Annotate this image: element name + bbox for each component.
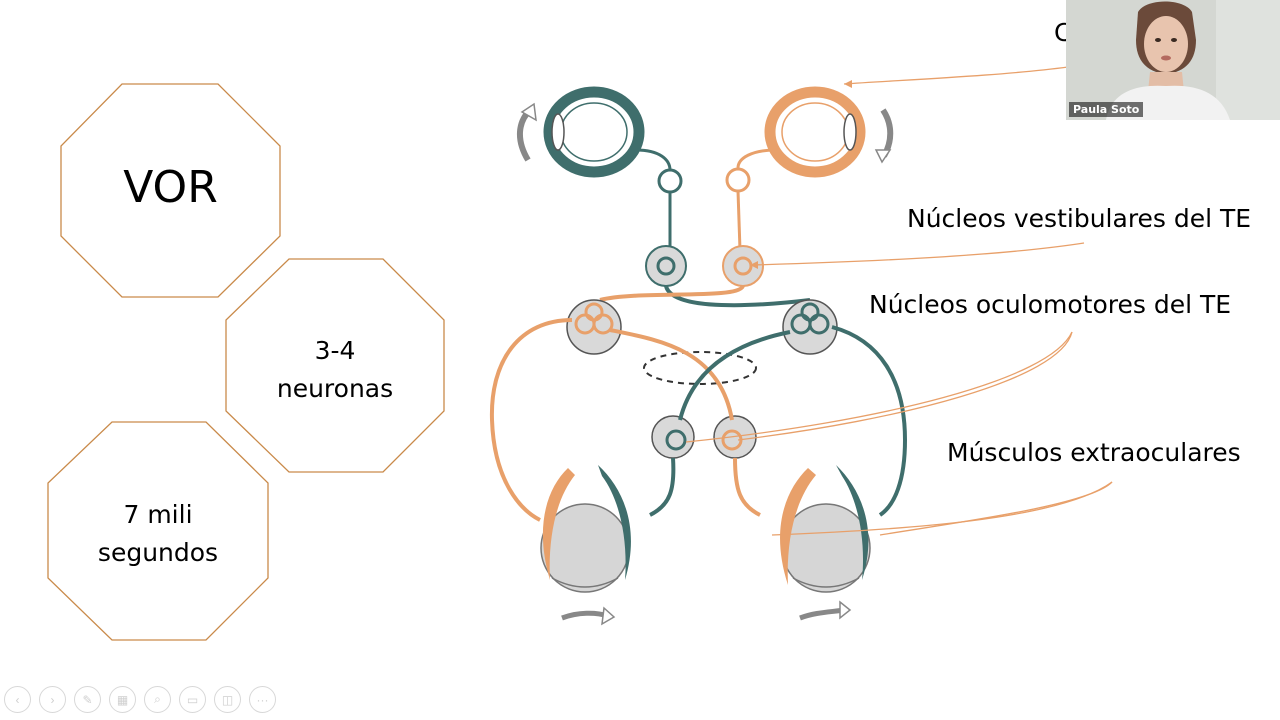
octagon-milliseconds (47, 421, 269, 641)
box-milliseconds-line2: segundos (97, 538, 219, 567)
camera-off-icon[interactable]: ◫ (214, 686, 241, 713)
slides-icon[interactable]: ▦ (109, 686, 136, 713)
webcam-thumbnail[interactable]: Paula Soto (1066, 0, 1280, 120)
more-options-glyph: ··· (256, 692, 269, 707)
slides-glyph: ▦ (116, 692, 129, 707)
left-semicircular-canal (543, 86, 645, 178)
box-neurons-line1: 3-4 (314, 336, 356, 365)
right-eye-rotation-arrow (799, 607, 845, 621)
left-ganglion (657, 168, 683, 194)
presenter-toolbar: ‹ › ✎ ▦ ⌕ ▭ ◫ ··· (4, 686, 276, 716)
right-rotation-arrow (880, 108, 894, 158)
box-neurons-line2: neuronas (276, 374, 394, 403)
callout-lines (685, 66, 1113, 536)
left-rotation-arrow (517, 107, 533, 162)
pen-icon[interactable]: ✎ (74, 686, 101, 713)
more-options-icon[interactable]: ··· (249, 686, 276, 713)
next-glyph: › (50, 692, 55, 707)
callout-vestibular-nuclei: Núcleos vestibulares del TE (907, 204, 1251, 233)
right-eye (780, 465, 871, 593)
subtitles-glyph: ▭ (186, 692, 199, 707)
octagon-neurons (225, 258, 445, 473)
participant-video (1066, 0, 1280, 120)
left-abducens-nucleus (651, 415, 695, 459)
callout-vestibular-text: Núcleos vestibulares del TE (907, 204, 1252, 233)
callout-oculomotor-text: Núcleos oculomotores del TE (869, 290, 1232, 319)
box-neurons-label: 3-4 neuronas (226, 332, 444, 408)
callout-oculomotor-nuclei: Núcleos oculomotores del TE (869, 290, 1231, 319)
zoom-glyph: ⌕ (154, 692, 161, 706)
box-milliseconds-label: 7 mili segundos (48, 496, 268, 572)
dashed-midline-ellipse (643, 351, 757, 385)
left-eye (540, 465, 631, 593)
octagon-vor (60, 83, 281, 298)
next-icon[interactable]: › (39, 686, 66, 713)
previous-glyph: ‹ (15, 692, 20, 707)
camera-off-glyph: ◫ (221, 692, 234, 707)
previous-icon[interactable]: ‹ (4, 686, 31, 713)
participant-name-label: Paula Soto (1069, 102, 1144, 117)
box-vor-label: VOR (61, 162, 280, 213)
left-vestibular-nucleus (645, 245, 687, 287)
left-eye-rotation-arrow (561, 610, 609, 621)
box-vor-text: VOR (123, 162, 218, 213)
box-milliseconds-line1: 7 mili (123, 500, 193, 529)
callout-extraocular-muscles: Músculos extraoculares (947, 438, 1241, 467)
right-semicircular-canal (764, 86, 866, 178)
callout-muscles-text: Músculos extraoculares (947, 438, 1241, 467)
right-ganglion (725, 167, 751, 193)
subtitles-icon[interactable]: ▭ (179, 686, 206, 713)
pen-glyph: ✎ (82, 692, 93, 707)
zoom-icon[interactable]: ⌕ (144, 686, 171, 713)
